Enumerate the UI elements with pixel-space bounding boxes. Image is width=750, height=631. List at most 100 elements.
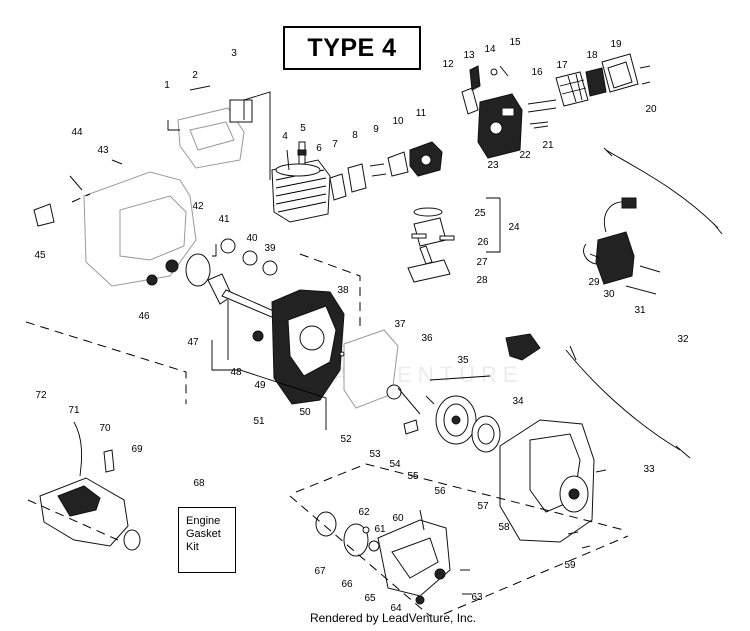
tank-foot-part <box>415 595 425 605</box>
part-number-2: 2 <box>192 70 198 81</box>
part-number-62: 62 <box>358 507 370 518</box>
part-number-33: 33 <box>643 464 655 475</box>
trigger-45-part <box>33 203 55 227</box>
gasket-kit-line-2: Gasket <box>186 528 221 540</box>
part-number-12: 12 <box>442 59 454 70</box>
gasket-kit-line-3: Kit <box>186 541 199 553</box>
bearing-40-part <box>242 250 258 266</box>
part-number-46: 46 <box>138 311 150 322</box>
bolt-part <box>286 149 290 171</box>
tube-71-part <box>73 421 83 477</box>
screw-36-part <box>425 395 435 405</box>
screw-44-part <box>69 175 83 191</box>
part-number-53: 53 <box>369 449 381 460</box>
part-number-54: 54 <box>389 459 401 470</box>
throttle-cable-part <box>565 349 681 451</box>
part-number-30: 30 <box>603 289 615 300</box>
air-filter-base-part <box>477 93 523 159</box>
part-number-56: 56 <box>434 486 446 497</box>
gasket-kit-line-1: Engine <box>186 515 221 527</box>
rope-35-part <box>429 375 491 381</box>
pin-62-part <box>362 526 370 534</box>
part-number-9: 9 <box>373 124 379 135</box>
engine-gasket-kit-box: Engine Gasket Kit <box>178 507 236 573</box>
part-number-44: 44 <box>71 127 83 138</box>
filter-holder-part <box>555 71 589 107</box>
piston-assembly-part <box>407 207 455 283</box>
part-number-70: 70 <box>99 423 111 434</box>
dashed-boundary-b <box>25 321 187 404</box>
screw-43-part <box>111 159 123 165</box>
clip-54-part <box>403 419 419 435</box>
part-number-42: 42 <box>192 201 204 212</box>
pin-part <box>189 85 211 91</box>
carb-gasket-part <box>387 151 409 177</box>
part-number-15: 15 <box>509 37 521 48</box>
diagram-title: TYPE 4 <box>283 26 421 70</box>
part-number-6: 6 <box>316 143 322 154</box>
bearing-41-part <box>220 238 236 254</box>
dashed-boundary-c <box>27 499 119 541</box>
part-number-66: 66 <box>341 579 353 590</box>
part-number-69: 69 <box>131 444 143 455</box>
part-number-5: 5 <box>300 123 306 134</box>
pin-38-part <box>339 351 345 357</box>
part-number-8: 8 <box>352 130 358 141</box>
part-number-18: 18 <box>586 50 598 61</box>
wire-terminals-part <box>603 147 723 235</box>
part-number-10: 10 <box>392 116 404 127</box>
ignition-module-part <box>583 197 637 285</box>
part-number-50: 50 <box>299 407 311 418</box>
bracket-51 <box>211 340 327 430</box>
part-number-27: 27 <box>476 257 488 268</box>
filter-cover-part <box>601 53 639 93</box>
bracket-line <box>243 91 271 180</box>
part-number-19: 19 <box>610 39 622 50</box>
dashed-boundary-a <box>299 253 361 326</box>
part-number-52: 52 <box>340 434 352 445</box>
part-number-63: 63 <box>471 592 483 603</box>
part-number-43: 43 <box>97 145 109 156</box>
cylinder-part <box>271 159 331 223</box>
fuel-tank-part <box>377 519 451 597</box>
insulator-part <box>347 163 367 193</box>
crankcase-part <box>271 289 345 405</box>
part-number-60: 60 <box>392 513 404 524</box>
grommet-65-part <box>368 540 380 552</box>
seal-49-part <box>252 330 264 342</box>
part-number-47: 47 <box>187 337 199 348</box>
screws-part <box>369 163 387 177</box>
shaft-37-part <box>397 387 421 415</box>
o-ring-part <box>185 253 211 287</box>
part-number-7: 7 <box>332 139 338 150</box>
bearing-39-part <box>262 260 278 276</box>
intake-gasket-part <box>329 173 347 201</box>
crankshaft-part <box>207 273 277 319</box>
part-number-23: 23 <box>487 160 499 171</box>
footer-text: Rendered by LeadVenture, Inc. <box>309 611 477 625</box>
part-number-55: 55 <box>407 471 419 482</box>
small-screw-part <box>490 68 498 76</box>
washer-53-part <box>386 384 402 400</box>
fitting-70-part <box>103 449 115 473</box>
dashed-boundary-d <box>289 463 629 617</box>
starter-spring-part <box>471 415 501 453</box>
part-number-37: 37 <box>394 319 406 330</box>
part-number-72: 72 <box>35 390 47 401</box>
part-number-24: 24 <box>508 222 520 233</box>
choke-spring-part <box>499 65 509 77</box>
part-number-32: 32 <box>677 334 689 345</box>
part-number-29: 29 <box>588 277 600 288</box>
knob-69-part <box>123 529 141 551</box>
part-number-16: 16 <box>531 67 543 78</box>
part-number-22: 22 <box>519 150 531 161</box>
starter-pulley-part <box>435 395 477 445</box>
fuel-cap-part <box>434 568 446 580</box>
dashed-boundary-e <box>71 193 91 203</box>
part-number-21: 21 <box>542 140 554 151</box>
part-number-41: 41 <box>218 214 230 225</box>
part-number-13: 13 <box>463 50 475 61</box>
part-number-31: 31 <box>634 305 646 316</box>
